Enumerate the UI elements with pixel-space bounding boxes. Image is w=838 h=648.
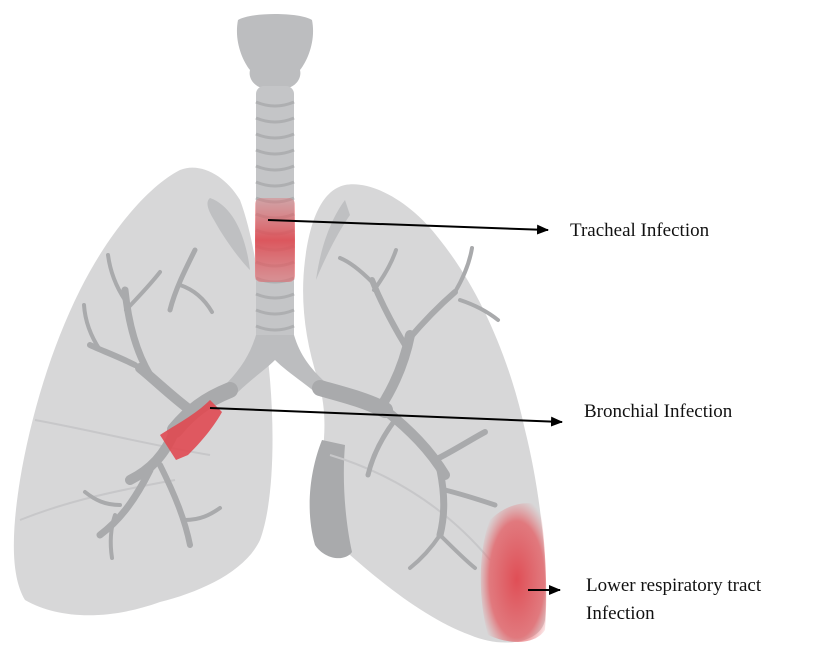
lower-tract-label-line2: Infection: [586, 600, 761, 628]
tracheal-infection-highlight: [255, 198, 295, 282]
larynx: [237, 14, 313, 88]
lower-tract-label-line1: Lower respiratory tract: [586, 572, 761, 600]
lower-tract-infection-highlight: [481, 503, 546, 642]
tracheal-infection-label: Tracheal Infection: [570, 217, 709, 245]
lower-tract-infection-label: Lower respiratory tract Infection: [586, 572, 761, 628]
bronchial-infection-label: Bronchial Infection: [584, 398, 732, 426]
